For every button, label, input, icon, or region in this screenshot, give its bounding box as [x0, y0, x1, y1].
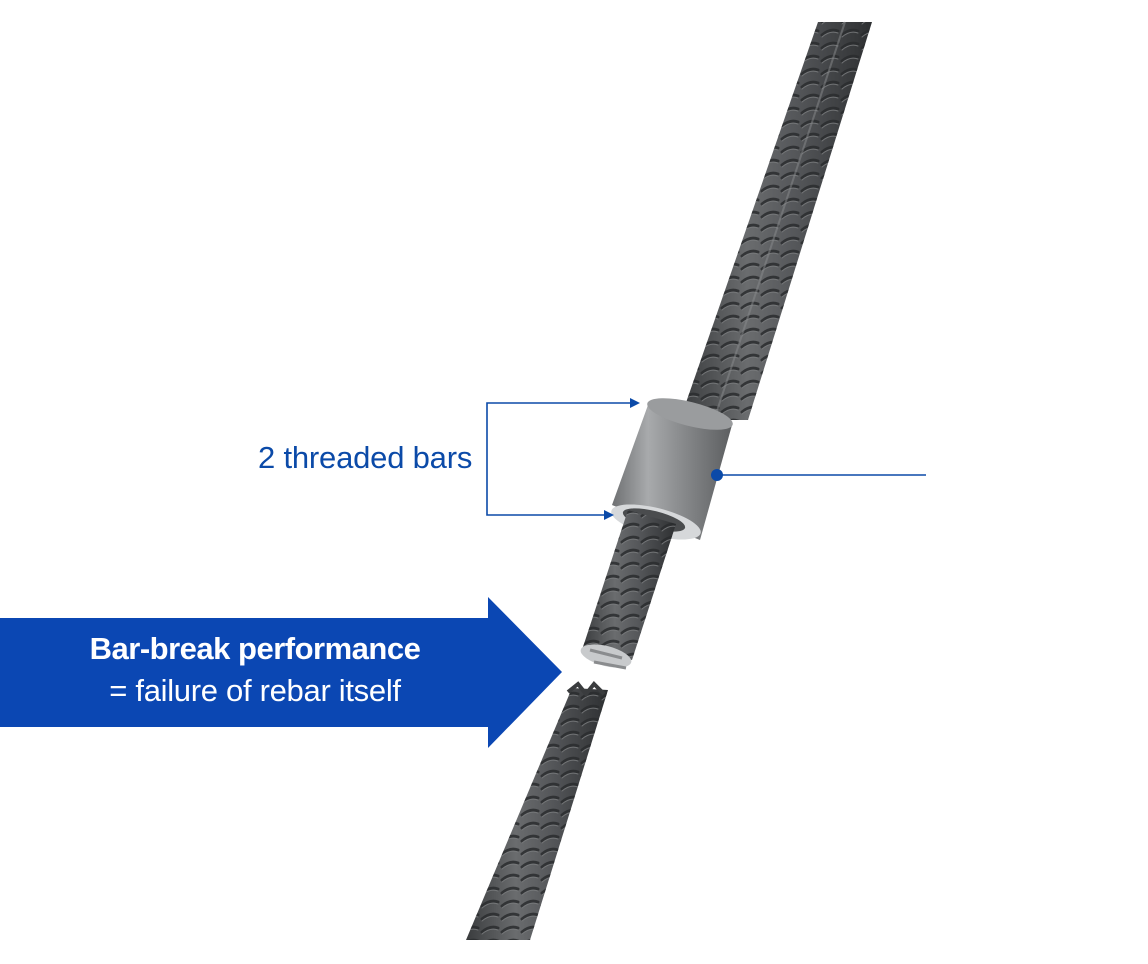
coupler-leader-line: [711, 469, 926, 481]
threaded-bars-bracket: [486, 398, 640, 520]
bar-break-banner-text: Bar-break performance = failure of rebar…: [40, 628, 470, 712]
banner-heading: Bar-break performance: [89, 631, 421, 666]
upper-rebar: [680, 21, 872, 421]
broken-lower-rebar: [466, 681, 608, 940]
threaded-bar-segment: [580, 510, 676, 670]
right-arrow-banner-icon: [0, 597, 562, 748]
leader-dot-icon: [711, 469, 723, 481]
threaded-bars-label: 2 threaded bars: [258, 440, 473, 475]
banner-subheading: = failure of rebar itself: [109, 673, 401, 708]
